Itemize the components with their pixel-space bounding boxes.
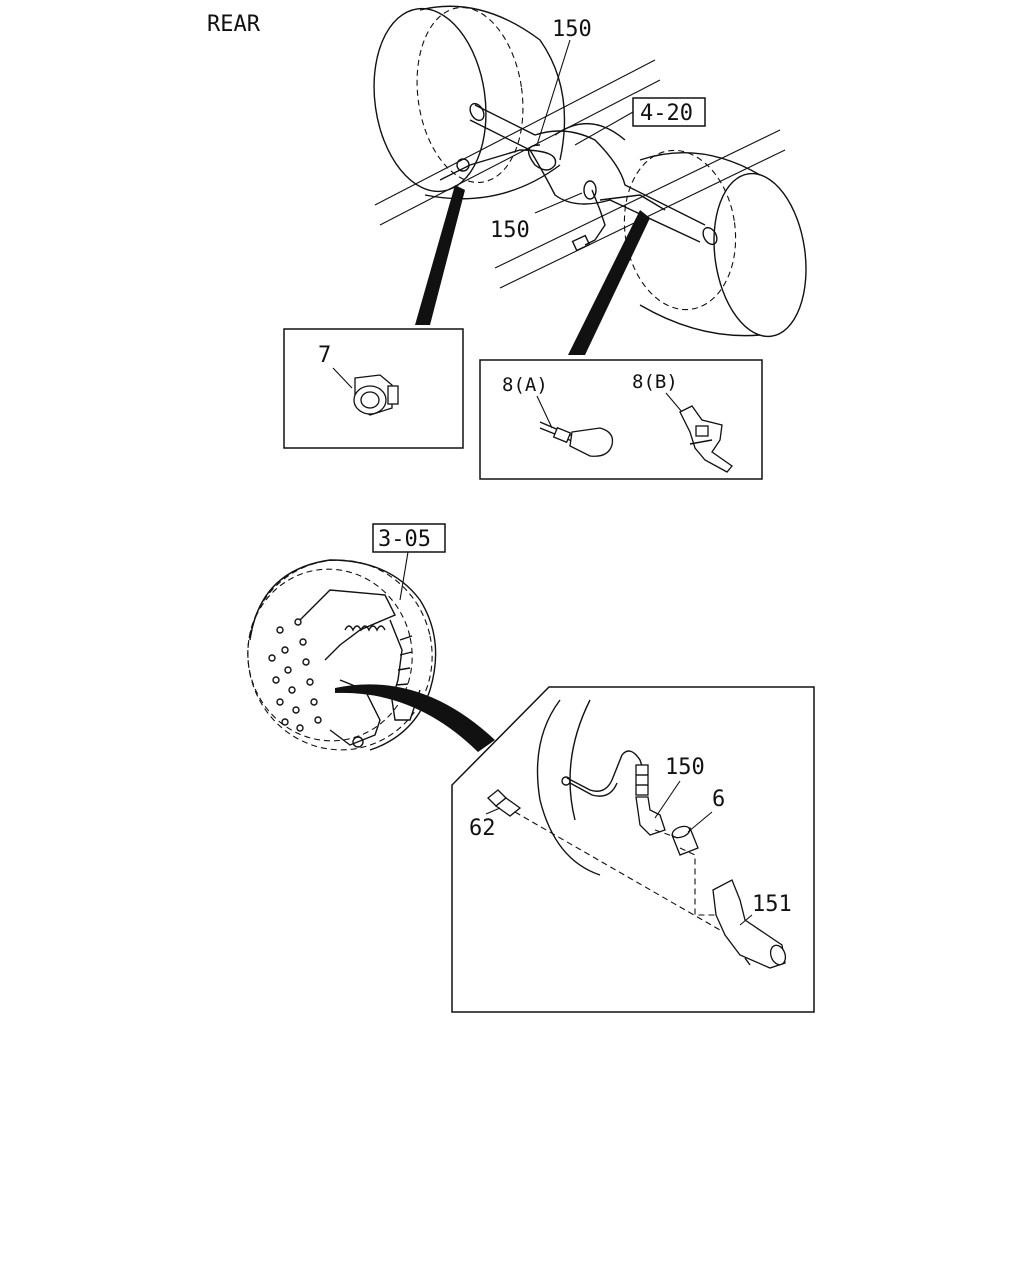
reference-3-05-label: 3-05	[378, 527, 431, 552]
page-title: REAR	[207, 12, 261, 37]
leader-band-8	[568, 210, 650, 355]
callout-8b: 8(B)	[632, 371, 678, 393]
callout-8a: 8(A)	[502, 374, 548, 396]
detail-box-part-8: 8(A) 8(B)	[479, 359, 763, 480]
reference-box-3-05: 3-05	[372, 523, 446, 601]
reference-4-20-label: 4-20	[640, 101, 693, 126]
detail-box-part-7: 7	[283, 328, 464, 449]
bracket-part-151	[712, 879, 787, 969]
leader-150-top	[536, 39, 571, 146]
detail-box-sensor: 150 6 151 62	[451, 686, 815, 1013]
callout-6: 6	[712, 787, 725, 812]
bushing-part-6	[671, 825, 699, 856]
callout-150-mid: 150	[490, 218, 530, 243]
brake-drum-illustration	[247, 559, 437, 751]
cable-tie-part-8a	[539, 421, 614, 457]
bolt-part-62	[487, 789, 522, 817]
leader-150-mid	[534, 192, 583, 214]
reference-box-4-20: 4-20	[574, 97, 706, 146]
rear-axle-illustration	[373, 5, 807, 338]
leader-brake-detail	[335, 684, 495, 752]
callout-151: 151	[752, 892, 792, 917]
clip-part-7	[353, 374, 399, 416]
callout-7: 7	[318, 343, 331, 368]
callout-62: 62	[469, 816, 496, 841]
callout-150-top: 150	[552, 17, 592, 42]
clamp-part-8b	[679, 405, 733, 473]
leader-clip-7	[415, 185, 465, 325]
callout-150-detail: 150	[665, 755, 705, 780]
